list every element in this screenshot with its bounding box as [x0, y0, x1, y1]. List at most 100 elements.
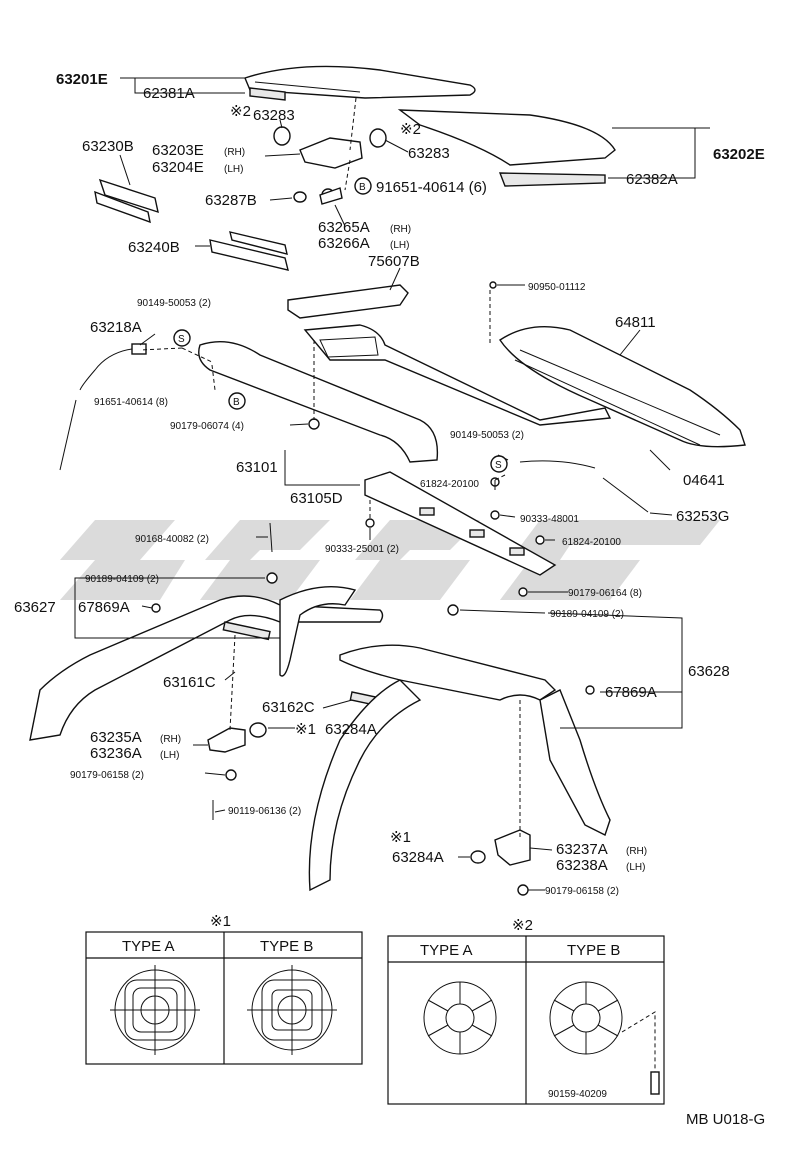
label-61824-20100-lower: 61824-20100 [562, 537, 621, 548]
grommet-type-a-drawing [423, 981, 497, 1055]
note-1-marker: ※1 [390, 829, 411, 846]
symbol-s: S [178, 334, 185, 345]
table-1-type-b: TYPE B [260, 938, 313, 955]
label-63265A: 63265A [318, 219, 370, 236]
retainer-63230B [94, 178, 159, 224]
label-64811: 64811 [615, 314, 656, 331]
fasteners [151, 281, 595, 896]
label-63101: 63101 [236, 459, 278, 476]
part-labels: 63201E 62381A ※2 63283 ※2 63283 63202E 6… [14, 71, 765, 897]
label-63218A: 63218A [90, 319, 142, 336]
note-2-marker: ※2 [400, 121, 421, 138]
label-91651-40614-8: 91651-40614 (8) [94, 397, 168, 408]
header-frame-63101 [198, 324, 612, 463]
label-63235A: 63235A [90, 729, 142, 746]
label-rh: (RH) [160, 734, 181, 745]
lock-bracket [264, 137, 363, 205]
weatherstrip-63253G [519, 460, 649, 513]
bracket-63235A [207, 722, 267, 753]
table-1-type-a: TYPE A [122, 938, 175, 955]
label-lh: (LH) [160, 750, 179, 761]
note-1-marker: ※1 [295, 721, 316, 738]
label-75607B: 75607B [368, 253, 420, 270]
label-90168-40082: 90168-40082 (2) [135, 534, 209, 545]
side-rail-63628 [308, 644, 611, 892]
label-90179-06074: 90179-06074 (4) [170, 421, 244, 432]
guide-lines [139, 97, 521, 840]
label-90119-06136: 90119-06136 (2) [228, 806, 301, 817]
label-90149-50053-mid: 90149-50053 (2) [450, 430, 524, 441]
diagram-code: MB U018-G [686, 1111, 765, 1128]
table-2-title: ※2 [512, 917, 533, 934]
label-90149-50053-top: 90149-50053 (2) [137, 298, 211, 309]
label-90950-01112: 90950-01112 [528, 282, 586, 293]
label-90179-06158-right: 90179-06158 (2) [545, 886, 619, 897]
symbol-b: B [359, 182, 366, 193]
label-62382A: 62382A [626, 171, 678, 188]
table-2-type-a: TYPE A [420, 942, 473, 959]
type-table-1: ※1 TYPE A TYPE B [85, 913, 363, 1065]
label-63201E: 63201E [56, 71, 108, 88]
label-90189-04109-left: 90189-04109 (2) [85, 574, 159, 585]
grommet-type-b-drawing [549, 981, 660, 1095]
hose-63218A [59, 343, 147, 471]
label-lh: (LH) [224, 164, 243, 175]
retainer-63240B [209, 231, 289, 271]
table-1-title: ※1 [210, 913, 231, 930]
cover-64811 [499, 325, 746, 448]
label-63202E: 63202E [713, 146, 765, 163]
label-63284A-lower: 63284A [392, 849, 444, 866]
symbol-s: S [495, 460, 502, 471]
bracket-63237A [470, 829, 531, 866]
symbol-letters: B S B S [178, 182, 502, 471]
label-90179-06164: 90179-06164 (8) [568, 588, 642, 599]
label-90159-40209: 90159-40209 [548, 1089, 607, 1100]
label-63627: 63627 [14, 599, 56, 616]
label-90333-25001: 90333-25001 (2) [325, 544, 399, 555]
clip-type-b-drawing [247, 965, 337, 1055]
label-90179-06158-left: 90179-06158 (2) [70, 770, 144, 781]
label-63162C: 63162C [262, 699, 315, 716]
label-63240B: 63240B [128, 239, 180, 256]
side-rail-63627 [29, 585, 402, 741]
label-rh: (RH) [390, 224, 411, 235]
symbol-b: B [233, 397, 240, 408]
label-lh: (LH) [626, 862, 645, 873]
type-table-2: ※2 TYPE A TYPE B 90159-4020 [387, 917, 665, 1105]
label-63283-right: 63283 [408, 145, 450, 162]
label-63283-left: 63283 [253, 107, 295, 124]
leader-lines [74, 77, 710, 891]
garnish-75607B [287, 284, 409, 319]
table-2-type-b: TYPE B [567, 942, 620, 959]
label-rh: (RH) [626, 846, 647, 857]
label-rh: (RH) [224, 147, 245, 158]
clip-63283 [273, 126, 387, 203]
label-63161C: 63161C [163, 674, 216, 691]
roof-panel-63201E [244, 65, 476, 101]
label-63628: 63628 [688, 663, 730, 680]
label-63253G: 63253G [676, 508, 729, 525]
note-2-marker: ※2 [230, 103, 251, 120]
label-91651-40614-6: 91651-40614 (6) [376, 179, 487, 196]
label-63105D: 63105D [290, 490, 343, 507]
label-67869A-right: 67869A [605, 684, 657, 701]
label-04641: 04641 [683, 472, 725, 489]
rail-63105D [364, 471, 557, 576]
roof-panel-63202E [397, 109, 616, 187]
label-63230B: 63230B [82, 138, 134, 155]
label-67869A-left: 67869A [78, 599, 130, 616]
label-63238A: 63238A [556, 857, 608, 874]
label-61824-20100-upper: 61824-20100 [420, 479, 479, 490]
label-63266A: 63266A [318, 235, 370, 252]
label-63203E: 63203E [152, 142, 204, 159]
label-63287B: 63287B [205, 192, 257, 209]
label-90189-04109-right: 90189-04109 (2) [550, 609, 624, 620]
symbol-markers [173, 177, 508, 473]
label-63236A: 63236A [90, 745, 142, 762]
label-62381A: 62381A [143, 85, 195, 102]
label-63284A-upper: 63284A [325, 721, 377, 738]
label-63204E: 63204E [152, 159, 204, 176]
clip-type-a-drawing [110, 965, 200, 1055]
label-lh: (LH) [390, 240, 409, 251]
